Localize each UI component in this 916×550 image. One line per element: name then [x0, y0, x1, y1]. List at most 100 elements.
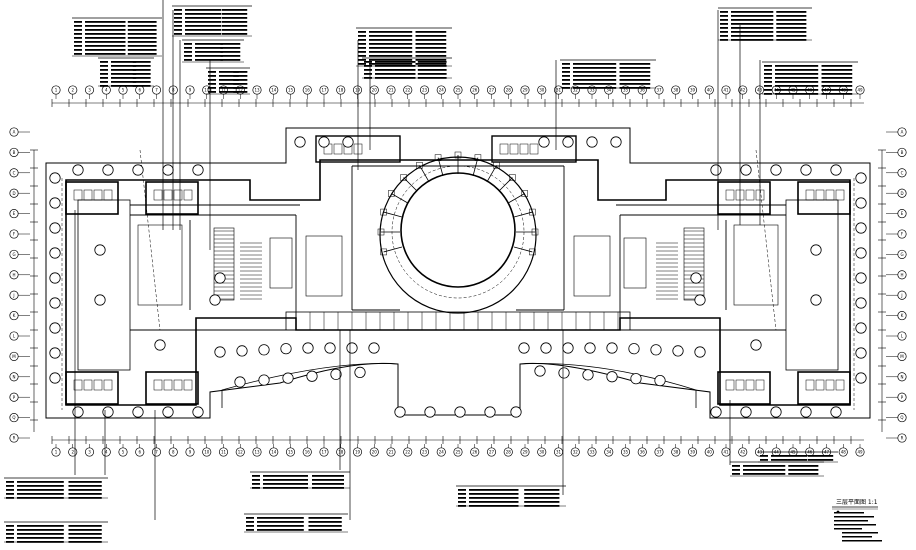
column: [610, 136, 622, 148]
svg-text:K: K: [13, 313, 16, 318]
svg-text:Q: Q: [900, 415, 903, 420]
axis-bubble: 41: [721, 85, 731, 95]
svg-text:41: 41: [723, 450, 729, 455]
column: [800, 164, 812, 176]
svg-text:3: 3: [88, 450, 91, 455]
svg-text:4: 4: [105, 88, 108, 93]
rotunda-cell: [529, 248, 536, 256]
axis-bubble: 6: [135, 447, 145, 457]
column: [855, 322, 867, 334]
axis-bubble: 19: [352, 85, 363, 95]
axis-bubble: H: [897, 270, 907, 280]
svg-text:27: 27: [489, 450, 495, 455]
column: [49, 197, 61, 209]
column: [586, 136, 598, 148]
svg-text:12: 12: [238, 450, 244, 455]
svg-text:29: 29: [522, 88, 528, 93]
column: [324, 342, 336, 354]
fixture: [805, 189, 815, 201]
svg-text:P: P: [901, 395, 904, 400]
column: [424, 406, 436, 418]
column: [710, 164, 722, 176]
fixture: [745, 379, 755, 391]
rotunda-cell: [380, 208, 387, 216]
fixture: [735, 379, 745, 391]
east-stair: [683, 227, 705, 301]
svg-text:7: 7: [155, 450, 158, 455]
axis-bubble: 27: [486, 447, 497, 457]
svg-text:42: 42: [740, 450, 746, 455]
svg-text:30: 30: [539, 450, 545, 455]
column: [855, 222, 867, 234]
column: [770, 406, 782, 418]
column: [102, 406, 114, 418]
column: [558, 367, 570, 379]
tower-nw2: [145, 181, 199, 215]
svg-text:15: 15: [288, 450, 294, 455]
svg-text:L: L: [901, 334, 904, 339]
svg-text:31: 31: [556, 88, 562, 93]
column: [710, 406, 722, 418]
svg-text:41: 41: [723, 88, 729, 93]
svg-text:27: 27: [489, 88, 495, 93]
axis-bubble: Q: [897, 413, 907, 423]
svg-text:Q: Q: [12, 415, 15, 420]
fixture: [825, 379, 835, 391]
callout-tables: [4, 5, 858, 543]
svg-text:11: 11: [221, 88, 227, 93]
column: [192, 406, 204, 418]
east-wing: [785, 199, 839, 371]
column: [630, 373, 642, 385]
callout-table: [182, 39, 244, 63]
svg-text:20: 20: [372, 450, 378, 455]
svg-text:5: 5: [122, 450, 125, 455]
callout-table: [730, 461, 824, 477]
callout-table: [560, 59, 656, 89]
column: [584, 342, 596, 354]
axis-bubble: M: [897, 351, 907, 361]
axis-bubble: 24: [436, 447, 446, 457]
axis-bubble: 41: [721, 447, 731, 457]
axis-bubble: 37: [654, 447, 664, 457]
column: [49, 222, 61, 234]
axis-bubble: 9: [185, 85, 195, 95]
callout-table: [250, 471, 350, 489]
column: [518, 342, 530, 354]
axis-bubble: 10: [202, 447, 212, 457]
column: [280, 343, 292, 355]
svg-text:D: D: [900, 191, 903, 196]
west-hall: [137, 224, 183, 306]
column: [102, 164, 114, 176]
svg-text:18: 18: [338, 450, 344, 455]
svg-text:30: 30: [539, 88, 545, 93]
fixture: [93, 379, 103, 391]
svg-text:C: C: [13, 170, 16, 175]
rotunda-cell: [531, 228, 539, 236]
axis-bubble: L: [9, 331, 19, 341]
tower-se2: [717, 371, 771, 405]
svg-text:F: F: [901, 232, 904, 237]
rotunda-cell: [493, 162, 500, 169]
axis-bubble: 20: [369, 447, 379, 457]
column: [258, 374, 270, 386]
column: [694, 346, 706, 358]
column: [258, 344, 270, 356]
axis-bubble: J: [9, 290, 19, 300]
callout-table: [4, 477, 108, 499]
axis-bubble: 26: [470, 85, 480, 95]
svg-text:P: P: [13, 395, 16, 400]
column: [855, 247, 867, 259]
axis-bubble: 18: [336, 447, 346, 457]
axis-bubble: 39: [687, 85, 698, 95]
axis-bubble: 25: [453, 447, 463, 457]
callout-table: [762, 61, 858, 95]
axis-bubble: 42: [738, 447, 748, 457]
axis-bubble: 5: [118, 85, 128, 95]
svg-text:A: A: [13, 130, 16, 135]
south-corridor: [285, 311, 631, 331]
svg-text:20: 20: [372, 88, 378, 93]
svg-text:32: 32: [573, 88, 579, 93]
svg-text:29: 29: [522, 450, 528, 455]
axis-bubble: R: [897, 433, 907, 443]
column: [162, 406, 174, 418]
